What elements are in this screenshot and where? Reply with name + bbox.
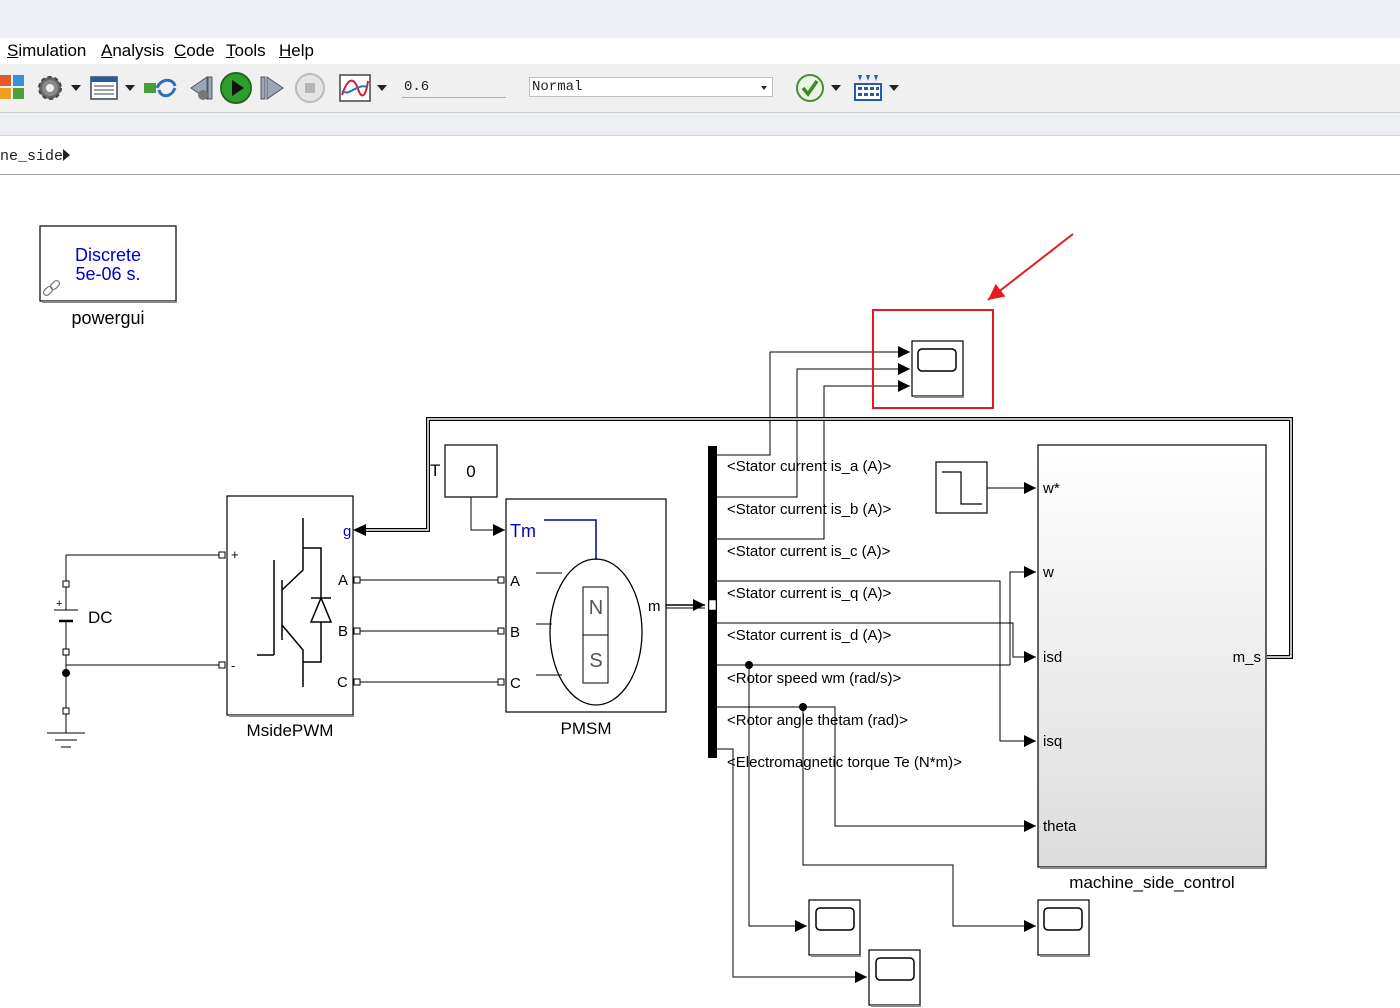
pmsm-port-m: m — [648, 598, 661, 615]
stop-time-input[interactable] — [402, 77, 506, 98]
pmsm-port-b: B — [510, 624, 520, 641]
bus-selector-block[interactable] — [708, 446, 717, 758]
branch-point — [745, 661, 753, 669]
window-title-bar — [0, 0, 1400, 38]
igbt-diode-icon — [257, 518, 333, 687]
pmsm-name: PMSM — [561, 719, 612, 738]
library-link-icon — [42, 279, 61, 297]
pwm-dc-minus: - — [231, 658, 235, 673]
highlight-arrow — [987, 233, 1074, 301]
powergui-line2: 5e-06 s. — [75, 264, 140, 284]
settings-gear-icon[interactable] — [34, 70, 66, 106]
ctl-input-isq: isq — [1043, 733, 1062, 750]
powergui-line1: Discrete — [75, 245, 141, 265]
msidepwm-name: MsidePWM — [247, 721, 334, 740]
scope-currents[interactable] — [911, 340, 964, 398]
config-dropdown-icon[interactable] — [124, 70, 136, 106]
pwm-port-c: C — [337, 674, 348, 691]
bus-signal-6: <Rotor angle thetam (rad)> — [727, 712, 908, 729]
bus-signal-3: <Stator current is_q (A)> — [727, 585, 891, 602]
highlight-box — [872, 309, 994, 409]
pmsm-block[interactable]: Tm A B C m N S — [497, 498, 667, 713]
model-tab-strip — [0, 113, 1400, 136]
pwm-port-b: B — [338, 623, 348, 640]
ctl-output-ms: m_s — [1233, 649, 1261, 666]
build-icon[interactable] — [851, 70, 885, 106]
scope-icon — [1043, 907, 1083, 931]
pmsm-port-a: A — [510, 573, 520, 590]
scope-icon — [815, 907, 855, 931]
toolbar — [0, 64, 1400, 113]
breadcrumb[interactable]: ne_side — [0, 148, 64, 165]
pmsm-port-c: C — [510, 675, 521, 692]
step-forward-icon[interactable] — [256, 70, 288, 106]
menu-bar: Simulation Analysis Code Tools Help — [0, 38, 1400, 64]
menu-simulation[interactable]: Simulation — [7, 41, 87, 60]
dc-label: DC — [88, 608, 113, 627]
powergui-name: powergui — [71, 308, 144, 328]
phase-connections — [360, 579, 498, 683]
msidepwm-block[interactable]: g A B C + - — [218, 495, 361, 717]
settings-dropdown-icon[interactable] — [70, 70, 82, 106]
update-diagram-icon[interactable] — [143, 70, 179, 106]
scope-icon — [917, 348, 957, 372]
run-icon[interactable] — [218, 70, 254, 106]
check-dropdown-icon[interactable] — [830, 70, 842, 106]
ctl-input-isd: isd — [1043, 649, 1062, 666]
model-canvas[interactable]: Discrete 5e-06 s. powergui + DC — [0, 176, 1400, 1008]
dc-plus-label: + — [56, 598, 62, 610]
constant-value: 0 — [466, 462, 475, 481]
ctl-input-theta: theta — [1043, 818, 1077, 835]
torque-signal-line — [470, 497, 505, 536]
chevron-down-icon — [761, 86, 767, 90]
motor-icon — [536, 558, 643, 706]
model-config-icon[interactable] — [88, 70, 120, 106]
machine-side-control-name: machine_side_control — [1069, 873, 1234, 892]
check-icon[interactable] — [793, 70, 827, 106]
scope-torque[interactable] — [868, 949, 921, 1007]
scope-icon — [875, 957, 915, 981]
constant-port-label: T — [430, 461, 440, 480]
magnet-n: N — [589, 597, 603, 619]
pwm-feedback-line — [360, 417, 1293, 659]
pwm-dc-plus: + — [231, 547, 239, 562]
ctl-input-wref: w* — [1042, 480, 1060, 497]
pwm-gate-arrow — [353, 524, 366, 536]
bus-signal-0: <Stator current is_a (A)> — [727, 458, 891, 475]
build-dropdown-icon[interactable] — [888, 70, 900, 106]
dc-voltage-source[interactable] — [47, 554, 221, 748]
breadcrumb-arrow-icon[interactable] — [63, 149, 70, 161]
menu-code[interactable]: Code — [174, 41, 215, 60]
powergui-block[interactable]: Discrete 5e-06 s. — [39, 225, 177, 303]
inspector-dropdown-icon[interactable] — [376, 70, 388, 106]
bus-signal-5: <Rotor speed wm (rad/s)> — [727, 670, 901, 687]
library-browser-icon[interactable] — [0, 70, 28, 106]
signal-lines — [717, 346, 1036, 983]
bus-signal-2: <Stator current is_c (A)> — [727, 543, 891, 560]
branch-point — [799, 703, 807, 711]
step-block[interactable] — [935, 461, 988, 514]
menu-help[interactable]: Help — [279, 41, 314, 60]
bus-signal-1: <Stator current is_b (A)> — [727, 501, 891, 518]
step-back-icon[interactable] — [184, 70, 216, 106]
pwm-port-g: g — [343, 523, 351, 540]
pwm-port-a: A — [338, 572, 348, 589]
simulation-mode-value: Normal — [532, 79, 583, 95]
menu-analysis[interactable]: Analysis — [101, 41, 165, 60]
data-inspector-icon[interactable] — [337, 70, 373, 106]
address-bar — [0, 136, 1400, 175]
scope-angle[interactable] — [1037, 899, 1090, 957]
machine-side-control-block[interactable]: w* w isd isq theta m_s — [1037, 444, 1267, 869]
stop-icon[interactable] — [293, 70, 327, 106]
scope-speed[interactable] — [808, 899, 861, 957]
menu-tools[interactable]: Tools — [226, 41, 266, 60]
pmsm-port-tm: Tm — [510, 521, 536, 541]
magnet-s: S — [589, 650, 602, 672]
simulation-mode-select[interactable]: Normal — [529, 77, 773, 97]
bus-signal-4: <Stator current is_d (A)> — [727, 627, 891, 644]
bus-signal-7: <Electromagnetic torque Te (N*m)> — [727, 754, 962, 771]
constant-block[interactable]: 0 — [444, 444, 498, 498]
ctl-input-w: w — [1042, 564, 1054, 581]
